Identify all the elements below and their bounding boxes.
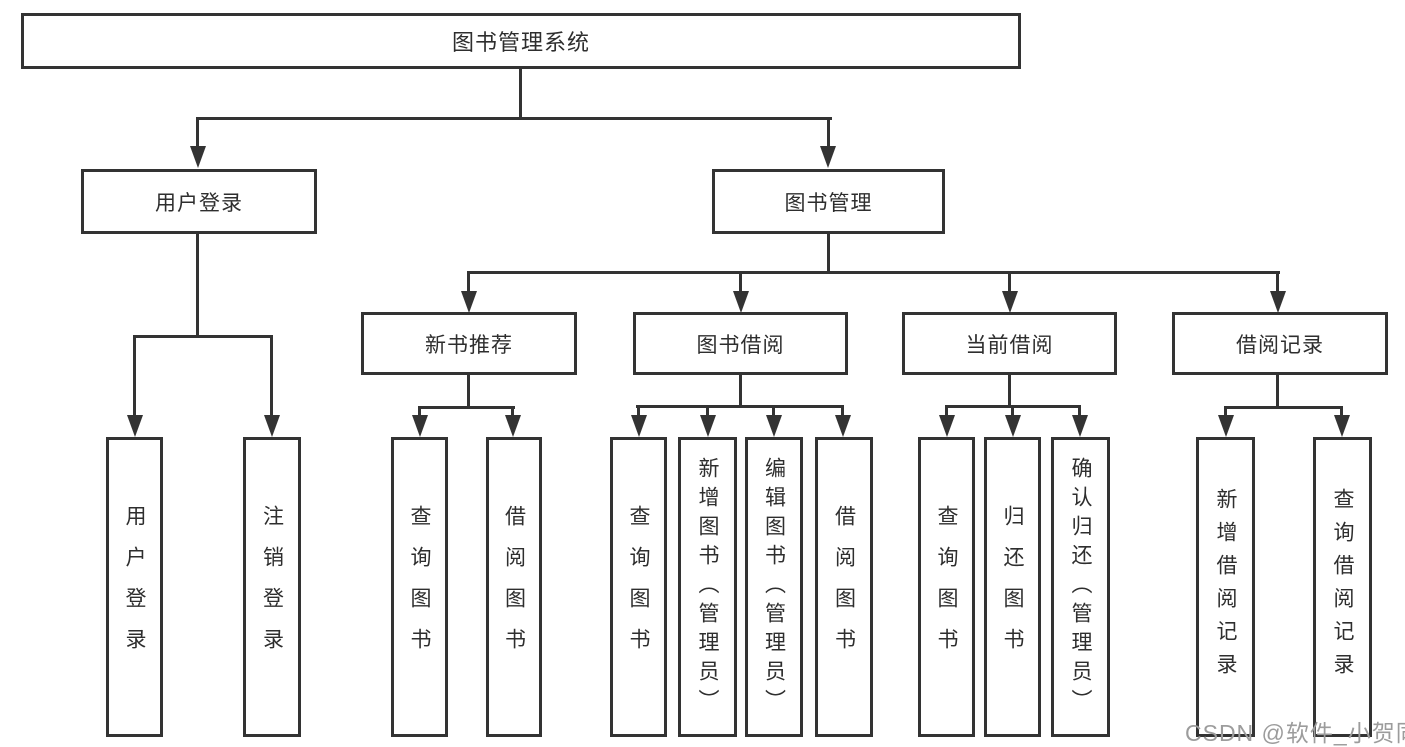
leaf-label: 查询图书	[627, 505, 650, 669]
arrowhead-bb-query	[631, 415, 647, 437]
connector-newbook-stem	[467, 375, 470, 409]
node-current-borrow: 当前借阅	[902, 312, 1117, 375]
connector-bookmgmt-hline	[467, 271, 1280, 274]
arrowhead-current-borrow	[1002, 291, 1018, 313]
node-leaf-user-login: 用户登录	[106, 437, 163, 737]
connector-drop-br-add	[1224, 406, 1227, 418]
connector-drop-book-borrow	[739, 271, 742, 295]
node-leaf-current-confirm: 确认归还（管理员）	[1051, 437, 1110, 737]
connector-currentborrow-stem	[1008, 375, 1011, 408]
node-book-management: 图书管理	[712, 169, 945, 234]
connector-drop-bb-edit	[772, 405, 775, 418]
leaf-label: 确认归还（管理员）	[1069, 456, 1092, 718]
node-leaf-borrow-add: 新增图书（管理员）	[678, 437, 737, 737]
connector-drop-nb-query	[418, 406, 421, 418]
node-leaf-newbook-borrow: 借阅图书	[486, 437, 542, 737]
leaf-label: 新增图书（管理员）	[696, 456, 719, 718]
leaf-label: 借阅图书	[832, 505, 856, 669]
connector-drop-user-login	[196, 117, 199, 148]
leaf-label: 新增借阅记录	[1214, 488, 1237, 686]
leaf-label: 归还图书	[1001, 505, 1024, 669]
arrowhead-cb-query	[939, 415, 955, 437]
connector-drop-current-borrow	[1008, 271, 1011, 295]
arrowhead-bb-add	[700, 415, 716, 437]
node-leaf-current-return: 归还图书	[984, 437, 1041, 737]
arrowhead-borrow-record	[1270, 291, 1286, 313]
arrowhead-br-query	[1334, 415, 1350, 437]
connector-borrowrecord-hline	[1224, 406, 1343, 409]
node-leaf-borrow-borrow: 借阅图书	[815, 437, 873, 737]
connector-drop-cb-confirm	[1078, 405, 1081, 418]
node-leaf-borrow-edit: 编辑图书（管理员）	[745, 437, 803, 737]
node-book-borrow: 图书借阅	[633, 312, 848, 375]
connector-drop-bb-query	[637, 405, 640, 418]
arrowhead-bb-borrow	[835, 415, 851, 437]
node-leaf-newbook-query: 查询图书	[391, 437, 448, 737]
arrowhead-br-add	[1218, 415, 1234, 437]
node-leaf-logout: 注销登录	[243, 437, 301, 737]
arrowhead-bb-edit	[766, 415, 782, 437]
arrowhead-cb-return	[1005, 415, 1021, 437]
leaf-label: 查询借阅记录	[1331, 488, 1354, 686]
csdn-watermark: CSDN @软件_小贺同学	[1185, 720, 1405, 746]
node-leaf-record-add: 新增借阅记录	[1196, 437, 1255, 737]
arrowhead-nb-borrow	[505, 415, 521, 437]
node-new-book-recommend: 新书推荐	[361, 312, 577, 375]
node-leaf-borrow-query: 查询图书	[610, 437, 667, 737]
node-user-login: 用户登录	[81, 169, 317, 234]
connector-drop-cb-query	[945, 405, 948, 418]
connector-drop-bb-add	[706, 405, 709, 418]
connector-drop-borrow-record	[1276, 271, 1279, 295]
arrowhead-new-book	[461, 291, 477, 313]
arrowhead-nb-query	[412, 415, 428, 437]
connector-drop-bb-borrow	[841, 405, 844, 418]
connector-borrowrecord-stem	[1276, 375, 1279, 409]
arrowhead-book-borrow	[733, 291, 749, 313]
arrowhead-cb-confirm	[1072, 415, 1088, 437]
leaf-label: 用户登录	[123, 505, 146, 669]
connector-bookmgmt-stem	[827, 233, 830, 274]
connector-bookborrow-stem	[739, 375, 742, 408]
node-leaf-record-query: 查询借阅记录	[1313, 437, 1372, 737]
node-borrow-record: 借阅记录	[1172, 312, 1388, 375]
connector-drop-leaf-logout	[270, 335, 273, 417]
leaf-label: 查询图书	[935, 505, 958, 669]
connector-root-stem	[519, 67, 522, 119]
connector-userlogin-stem	[196, 233, 199, 337]
leaf-label: 查询图书	[408, 505, 431, 669]
connector-drop-nb-borrow	[511, 406, 514, 418]
leaf-label: 编辑图书（管理员）	[762, 456, 786, 718]
connector-drop-leaf-login	[133, 335, 136, 417]
arrowhead-leaf-login	[127, 415, 143, 437]
arrowhead-leaf-logout	[264, 415, 280, 437]
arrowhead-user-login	[190, 146, 206, 168]
connector-userlogin-hline	[133, 335, 273, 338]
connector-drop-br-query	[1340, 406, 1343, 418]
connector-bookborrow-hline	[636, 405, 844, 408]
connector-drop-cb-return	[1011, 405, 1014, 418]
connector-newbook-hline	[418, 406, 515, 409]
leaf-label: 借阅图书	[502, 505, 526, 669]
arrowhead-book-mgmt	[820, 146, 836, 168]
connector-root-hline	[196, 117, 832, 120]
node-leaf-current-query: 查询图书	[918, 437, 975, 737]
node-root: 图书管理系统	[21, 13, 1021, 69]
connector-drop-new-book	[467, 271, 470, 295]
connector-drop-book-mgmt	[827, 117, 830, 148]
leaf-label: 注销登录	[260, 505, 284, 669]
